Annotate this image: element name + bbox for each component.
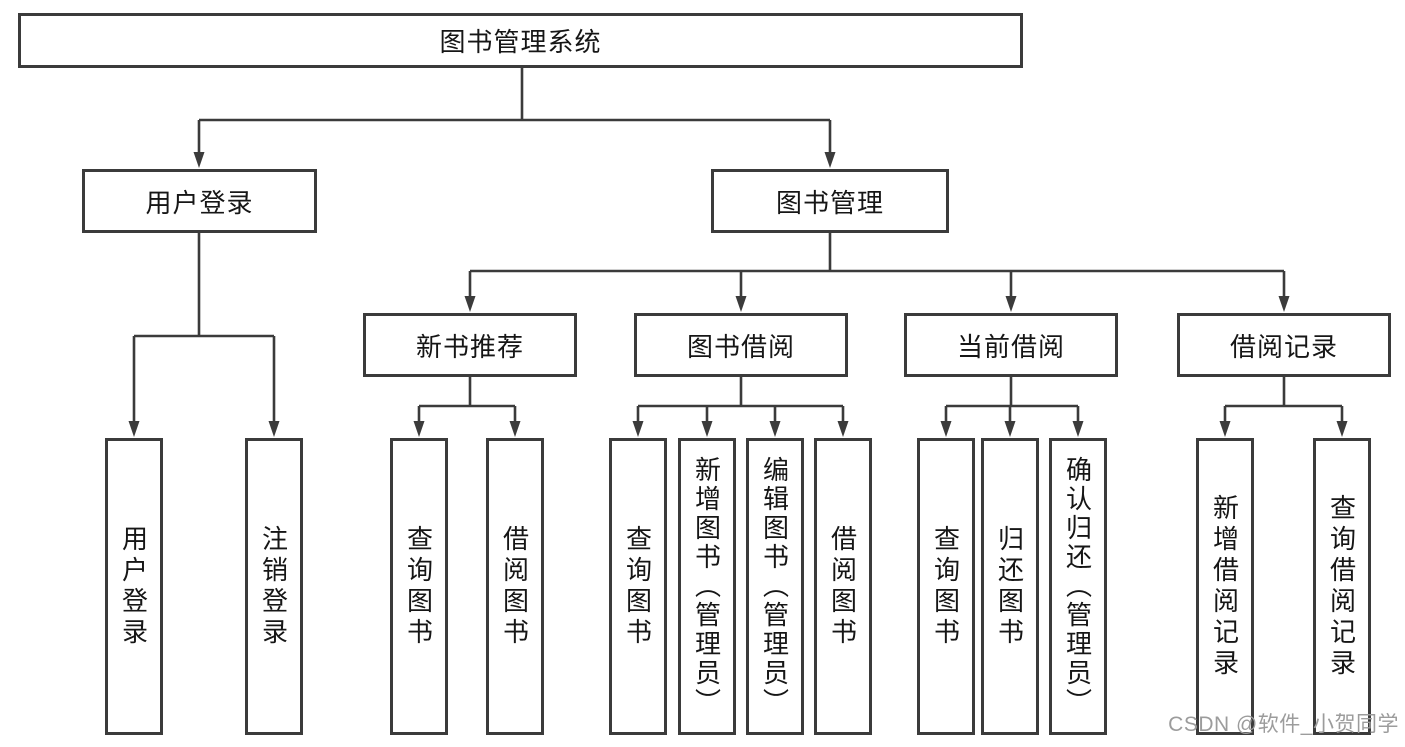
leaf-cb-return-books: 归还图书 (981, 438, 1039, 735)
leaf-br-add-borrow-record: 新增借阅记录 (1196, 438, 1254, 735)
leaf-cb-confirm-return-admin: 确认归还（管理员） (1049, 438, 1107, 735)
node-book-management: 图书管理 (711, 169, 949, 233)
node-library-management-system: 图书管理系统 (18, 13, 1023, 68)
leaf-logout: 注销登录 (245, 438, 303, 735)
leaf-bb-query-books: 查询图书 (609, 438, 667, 735)
leaf-br-query-borrow-record: 查询借阅记录 (1313, 438, 1371, 735)
leaf-bb-edit-books-admin: 编辑图书（管理员） (746, 438, 804, 735)
leaf-user-login: 用户登录 (105, 438, 163, 735)
leaf-cb-query-books: 查询图书 (917, 438, 975, 735)
node-book-borrowing: 图书借阅 (634, 313, 848, 377)
watermark-csdn: CSDN @软件_小贺同学 (1168, 713, 1399, 736)
leaf-bb-add-books-admin: 新增图书（管理员） (678, 438, 736, 735)
node-current-borrowing: 当前借阅 (904, 313, 1118, 377)
leaf-nbr-borrow-books: 借阅图书 (486, 438, 544, 735)
leaf-nbr-query-books: 查询图书 (390, 438, 448, 735)
node-user-login: 用户登录 (82, 169, 317, 233)
leaf-bb-borrow-books: 借阅图书 (814, 438, 872, 735)
node-borrowing-records: 借阅记录 (1177, 313, 1391, 377)
node-new-book-recommendation: 新书推荐 (363, 313, 577, 377)
